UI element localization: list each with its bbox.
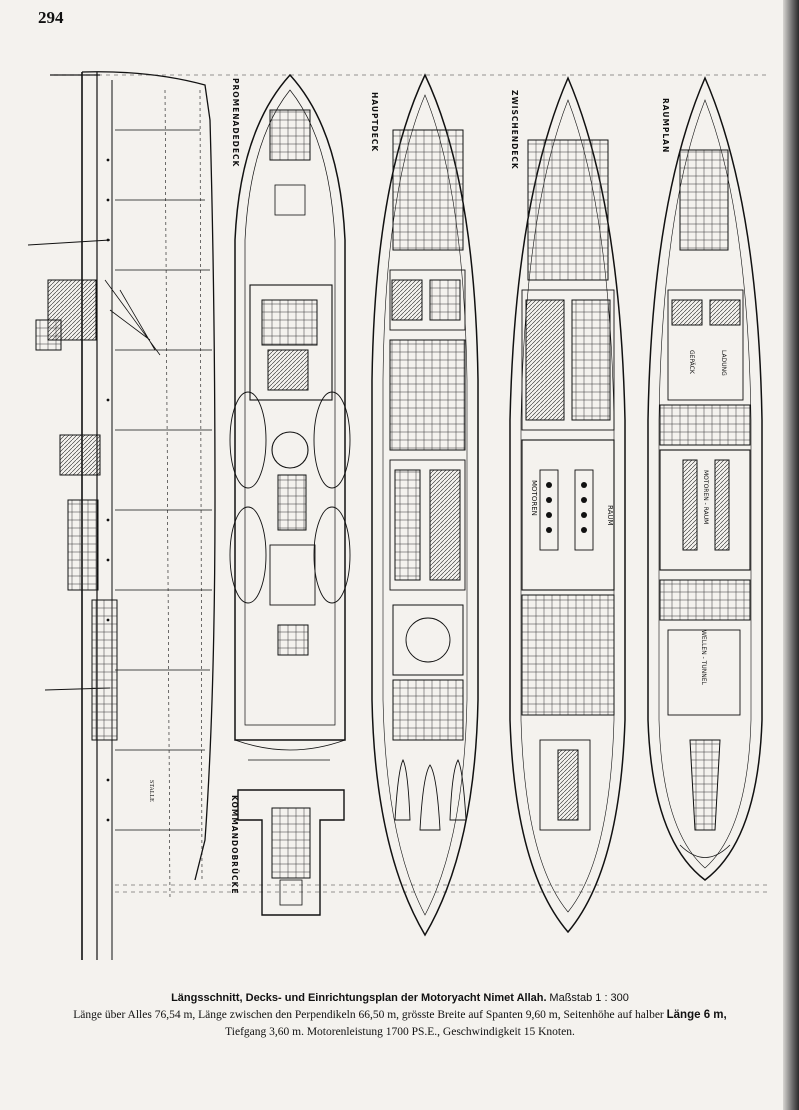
promenade-deck-plan <box>229 73 351 761</box>
caption-dimensions: Länge über Alles 76,54 m, Länge zwischen… <box>73 1009 664 1021</box>
intermediate-deck-plan <box>509 76 626 934</box>
deck-label-zwischendeck: ZWISCHENDECK <box>510 90 519 170</box>
room-label-wellen-tunnel: WELLEN - TUNNEL <box>700 630 707 685</box>
longitudinal-section: STALLE <box>27 71 216 960</box>
figure-caption: Längsschnitt, Decks- und Einrichtungspla… <box>20 990 780 1041</box>
room-label-ladung: LADUNG <box>720 350 727 376</box>
caption-scale: Maßstab 1 : 300 <box>549 992 629 1004</box>
room-label-motoren-raum: MOTOREN - RAUM <box>702 470 709 524</box>
caption-specs: Tiefgang 3,60 m. Motorenleistung 1700 PS… <box>225 1026 575 1038</box>
page-number: 294 <box>38 8 64 27</box>
room-label-motoren: MOTOREN <box>530 480 538 516</box>
bridge-deck-plan <box>237 789 345 916</box>
room-label-stalle: STALLE <box>148 780 154 802</box>
main-deck-plan <box>371 73 479 937</box>
room-label-gepaeck: GEPÄCK <box>688 350 695 375</box>
room-label-raum: RAUM <box>606 505 614 526</box>
deck-label-raumplan: RAUMPLAN <box>661 98 670 153</box>
hold-plan <box>647 76 763 881</box>
book-spine-shadow <box>783 0 799 1110</box>
caption-dimensions-end: Länge 6 m, <box>666 1009 727 1021</box>
caption-title: Längsschnitt, Decks- und Einrichtungspla… <box>171 992 547 1004</box>
deck-label-hauptdeck: HAUPTDECK <box>370 92 379 152</box>
deck-label-promenadedeck: PROMENADEDECK <box>231 78 240 168</box>
ship-plan-drawing: STALLE PROMENADEDECK KOMMANDOBRÜCKE <box>27 71 770 960</box>
deck-label-kommandobruecke: KOMMANDOBRÜCKE <box>230 795 239 894</box>
